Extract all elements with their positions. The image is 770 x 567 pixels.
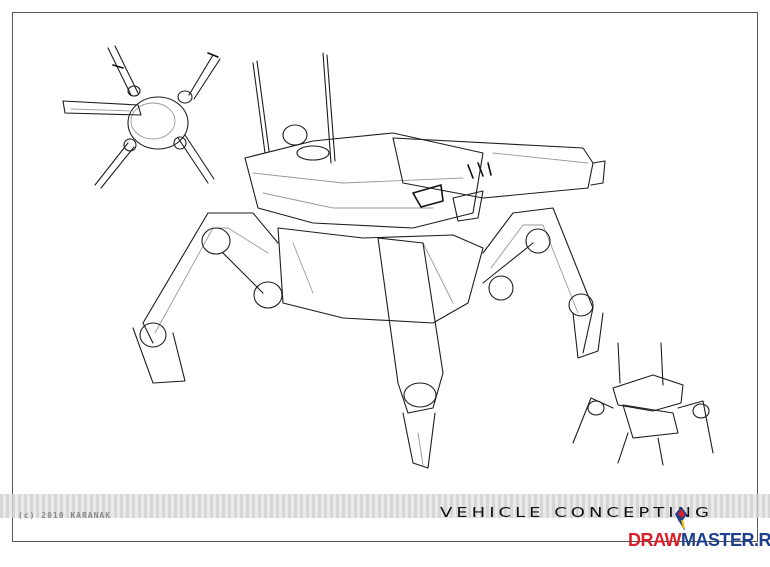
brand-logo: DRAWMASTER.RU — [628, 530, 770, 551]
footer-band — [0, 494, 770, 518]
canvas-frame — [12, 12, 758, 542]
small-mech-sketch — [572, 342, 714, 466]
brand-part-draw: DRAW — [628, 530, 682, 550]
page-title: VEHICLE CONCEPTING — [440, 505, 713, 521]
brand-part-master: MASTER.RU — [681, 530, 770, 550]
mech-vehicle-sketch — [62, 45, 714, 469]
copyright-text: (c) 2010 KARANAK — [18, 511, 112, 520]
main-mech-sketch — [132, 52, 606, 469]
brush-logo-icon — [675, 507, 687, 531]
top-view-sketch — [62, 45, 221, 189]
